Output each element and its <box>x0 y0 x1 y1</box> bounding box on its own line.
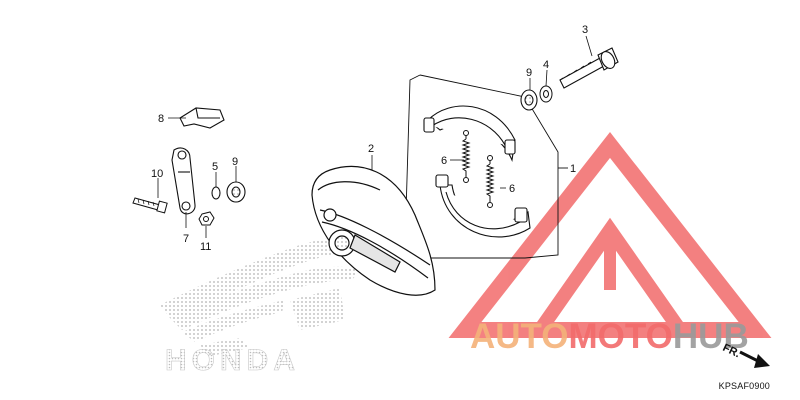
seal-9-lower <box>226 181 246 203</box>
callout-6-upper: 6 <box>441 155 447 167</box>
watermark-moto: MOTO <box>569 317 673 356</box>
wear-indicator-plate <box>179 107 225 129</box>
washer-4 <box>539 85 553 103</box>
brake-shoe-lower <box>435 174 531 238</box>
callout-2: 2 <box>368 143 374 155</box>
leader-lines <box>157 35 593 238</box>
brake-panel <box>311 165 436 296</box>
callout-7: 7 <box>183 233 189 245</box>
watermark-text: AUTOMOTOHUB <box>470 317 749 356</box>
washer-5 <box>211 186 221 200</box>
callout-8: 8 <box>158 113 164 125</box>
bolt-10 <box>132 197 168 214</box>
callout-3: 3 <box>582 24 588 36</box>
seal-9-upper <box>520 89 538 111</box>
callout-11: 11 <box>200 241 211 253</box>
honda-wing-logo: HONDA <box>160 235 390 377</box>
spring-lower <box>485 155 495 208</box>
brake-shoe-group-outline <box>404 74 568 259</box>
brake-camshaft <box>559 47 619 89</box>
callouts: 1 2 3 4 9 6 6 8 10 5 9 7 11 <box>151 24 588 253</box>
callout-6-lower: 6 <box>509 183 515 195</box>
callout-9-upper: 9 <box>526 67 532 79</box>
callout-9-lower: 9 <box>232 156 238 168</box>
watermark-hub: HUB <box>673 317 749 356</box>
callout-4: 4 <box>543 59 549 71</box>
callout-5: 5 <box>212 161 218 173</box>
spring-upper <box>461 130 471 183</box>
brake-arm <box>171 147 196 215</box>
callout-1: 1 <box>570 163 576 175</box>
callout-10: 10 <box>151 168 163 180</box>
svg-text:AUTOMOTOHUB: AUTOMOTOHUB <box>470 317 749 356</box>
brake-shoe-upper <box>423 105 516 162</box>
watermark-auto: AUTO <box>470 317 569 356</box>
diagram-code: KPSAF0900 <box>718 381 770 391</box>
honda-logo-text: HONDA <box>165 344 300 377</box>
watermark-triangle-logo <box>448 132 772 338</box>
nut-11 <box>198 211 215 226</box>
